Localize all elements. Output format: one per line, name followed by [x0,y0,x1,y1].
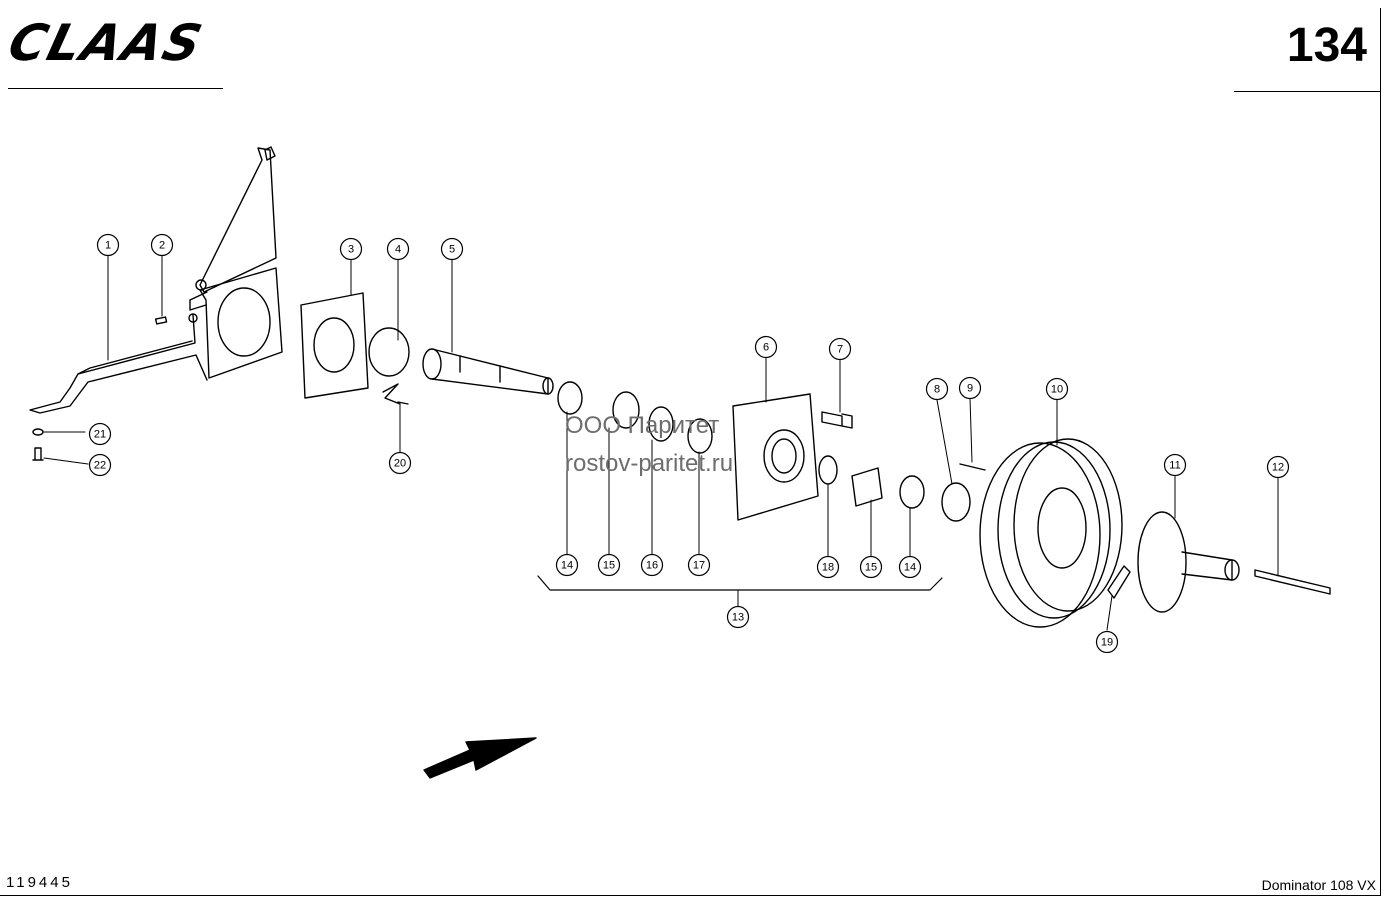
part-spring-pin [382,383,409,405]
svg-text:12: 12 [1272,462,1284,474]
direction-arrow [423,737,537,779]
part-bearing-housing [732,393,819,521]
part-shaft [422,348,554,395]
part-cover-disc [368,327,410,377]
part-washer [32,428,44,436]
part-bracket [29,146,283,414]
svg-text:15: 15 [603,560,615,572]
svg-text:5: 5 [449,244,455,256]
watermark-line-2: rostov-paritet.ru [565,450,734,477]
callout-16: 16 [640,553,664,577]
svg-text:9: 9 [967,383,973,395]
svg-text:10: 10 [1051,384,1063,396]
part-gasket [300,292,369,399]
svg-text:18: 18 [822,562,834,574]
page-number: 134 [1286,19,1367,72]
callout-14: 14 [555,553,579,577]
svg-text:4: 4 [395,244,401,256]
callout-1: 1 [96,233,120,257]
callout-2: 2 [150,233,174,257]
page-number-underline [1234,91,1380,92]
svg-text:19: 19 [1101,637,1113,649]
callout-9: 9 [958,376,982,400]
logo-underline [8,88,223,89]
callout-5: 5 [440,237,464,261]
drawing-number: 119445 [6,874,73,891]
callout-19: 19 [1095,630,1119,654]
part-bolt [821,411,853,429]
svg-text:14: 14 [561,560,573,572]
callout-10: 10 [1045,377,1069,401]
part-thrust-washer [941,482,971,522]
model-name: Dominator 108 VX [1261,877,1376,893]
svg-text:21: 21 [94,429,106,441]
part-pulley [979,438,1123,628]
svg-text:15: 15 [865,562,877,574]
callout-14: 14 [898,555,922,579]
svg-text:1: 1 [105,240,111,252]
svg-text:2: 2 [159,240,165,252]
callout-3: 3 [339,237,363,261]
callout-20: 20 [388,451,412,475]
callout-6: 6 [754,335,778,359]
callout-15: 15 [597,553,621,577]
part-belt [1107,565,1131,599]
frame-right-border [1380,8,1381,896]
part-screw [32,447,44,461]
part-bearing-cup-right [851,467,883,507]
svg-text:3: 3 [348,244,354,256]
callout-7: 7 [828,337,852,361]
svg-text:11: 11 [1169,460,1180,472]
svg-text:16: 16 [646,560,658,572]
svg-text:17: 17 [693,560,705,572]
svg-text:7: 7 [837,344,843,356]
callout-18: 18 [816,555,840,579]
svg-text:22: 22 [94,460,106,472]
part-seal-ring [648,406,674,442]
callout-8: 8 [925,377,949,401]
callout-21: 21 [88,422,112,446]
part-key [1254,569,1331,595]
part-bearing-cone-right [899,475,925,509]
part-pin [154,316,168,325]
frame-bottom-border [0,895,1381,896]
callout-12: 12 [1266,455,1290,479]
callout-22: 22 [88,453,112,477]
callout-4: 4 [386,237,410,261]
callout-13: 13 [726,605,750,629]
part-seal-right [818,455,838,485]
callout-15: 15 [859,555,883,579]
svg-text:6: 6 [763,342,769,354]
svg-text:13: 13 [732,612,744,624]
part-bearing-cup [612,391,640,429]
callout-17: 17 [687,553,711,577]
watermark-line-1: ООО Паритет [565,412,720,439]
part-bearing-cone [557,381,583,415]
part-grub-screw [959,463,986,471]
svg-text:8: 8 [934,384,940,396]
svg-text:20: 20 [394,458,406,470]
part-hub-flange [1137,511,1240,613]
svg-text:14: 14 [904,562,916,574]
callout-11: 11 [1163,453,1187,477]
part-circlip [687,418,713,454]
